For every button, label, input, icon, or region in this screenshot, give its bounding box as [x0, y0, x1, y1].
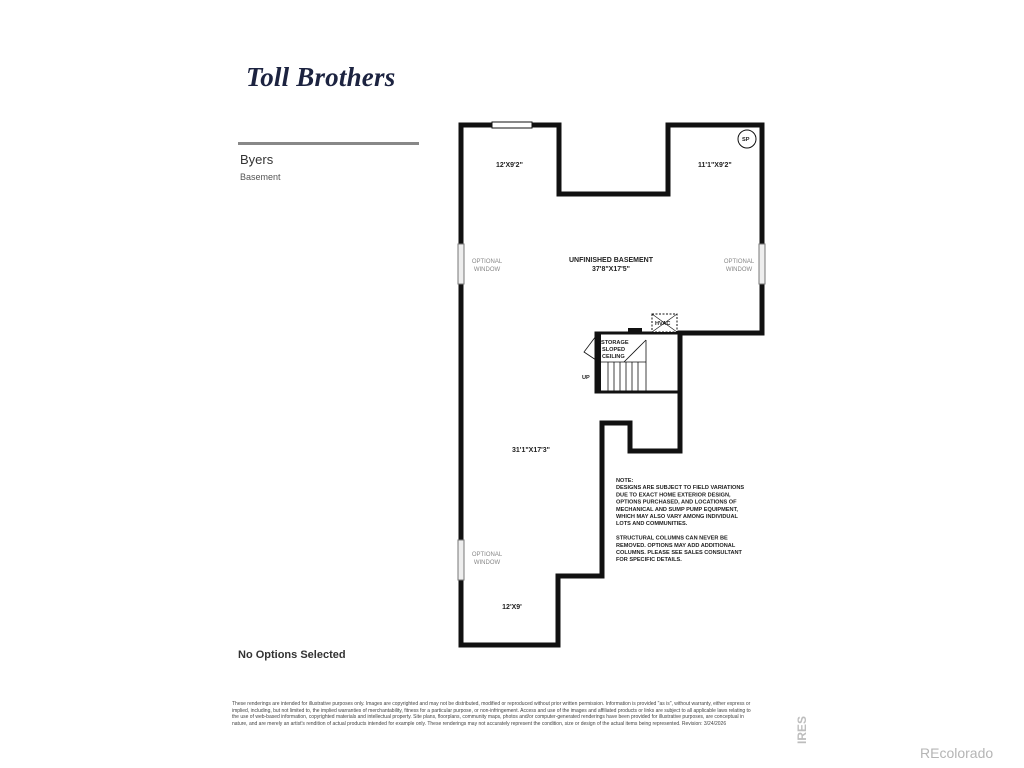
design-note: NOTE:DESIGNS ARE SUBJECT TO FIELD VARIAT… — [616, 478, 744, 563]
legal-disclaimer: These renderings are intended for illust… — [232, 701, 751, 727]
optional-window-right-l2: WINDOW — [726, 267, 753, 273]
optional-window-right-l1: OPTIONAL — [724, 259, 755, 265]
design-note-line: FOR SPECIFIC DETAILS. — [616, 557, 682, 563]
storage-diagonal — [623, 339, 647, 363]
sump-pump-label: SP — [742, 137, 750, 143]
sump-pump-icon — [737, 129, 757, 149]
ires-watermark-logo: IRES — [795, 716, 809, 744]
exterior-walls — [458, 122, 765, 648]
design-note-line: LOTS AND COMMUNITIES. — [616, 521, 688, 527]
recolorado-watermark: REcolorado — [920, 745, 994, 761]
design-note-line: DUE TO EXACT HOME EXTERIOR DESIGN, — [616, 492, 731, 498]
left-window-lower — [457, 539, 465, 581]
wall-column — [628, 328, 642, 333]
stair-treads — [601, 340, 647, 391]
header-divider — [238, 142, 419, 145]
optional-window-left-upper-l1: OPTIONAL — [472, 259, 503, 265]
optional-window-left-lower-l1: OPTIONAL — [472, 552, 503, 558]
design-note-line: MECHANICAL AND SUMP PUMP EQUIPMENT, — [616, 507, 738, 513]
design-note-line: WHICH MAY ALSO VARY AMONG INDIVIDUAL — [616, 514, 739, 520]
design-note-line: STRUCTURAL COLUMNS CAN NEVER BE — [616, 536, 728, 542]
stair-landing-wall — [596, 333, 601, 392]
left-window-upper — [457, 243, 465, 285]
design-note-line: OPTIONS PURCHASED, AND LOCATIONS OF — [616, 500, 737, 506]
design-note-line: NOTE: — [616, 478, 634, 484]
plan-name: Byers — [240, 152, 274, 167]
storage-label-l1: STORAGE — [601, 340, 629, 346]
top-window — [491, 121, 533, 129]
toll-brothers-logo: Toll Brothers — [246, 62, 396, 92]
design-note-line: REMOVED. OPTIONS MAY ADD ADDITIONAL — [616, 543, 736, 549]
optional-window-left-upper-l2: WINDOW — [474, 267, 501, 273]
room-top-left-dims: 12'X9'2" — [496, 162, 523, 169]
storage-label-l3: CEILING — [602, 354, 625, 360]
design-note-line: COLUMNS. PLEASE SEE SALES CONSULTANT — [616, 550, 743, 556]
ires-watermark-text: IRES — [795, 716, 809, 744]
optional-window-left-lower-l2: WINDOW — [474, 560, 501, 566]
design-note-line: DESIGNS ARE SUBJECT TO FIELD VARIATIONS — [616, 485, 744, 491]
unfinished-basement-dims: 37'8"X17'5" — [592, 266, 630, 273]
options-status: No Options Selected — [238, 649, 346, 661]
stair-up-label: UP — [582, 375, 590, 381]
storage-door-swing — [583, 335, 597, 361]
storage-label-l2: SLOPED — [602, 347, 625, 353]
lower-area-dims: 31'1"X17'3" — [512, 447, 550, 454]
plan-level: Basement — [240, 172, 281, 182]
hvac-label: HVAC — [655, 321, 670, 327]
bottom-room-dims: 12'X9' — [502, 604, 522, 611]
right-window — [758, 243, 766, 285]
room-top-right-dims: 11'1"X9'2" — [698, 162, 732, 169]
unfinished-basement-title: UNFINISHED BASEMENT — [569, 257, 654, 264]
